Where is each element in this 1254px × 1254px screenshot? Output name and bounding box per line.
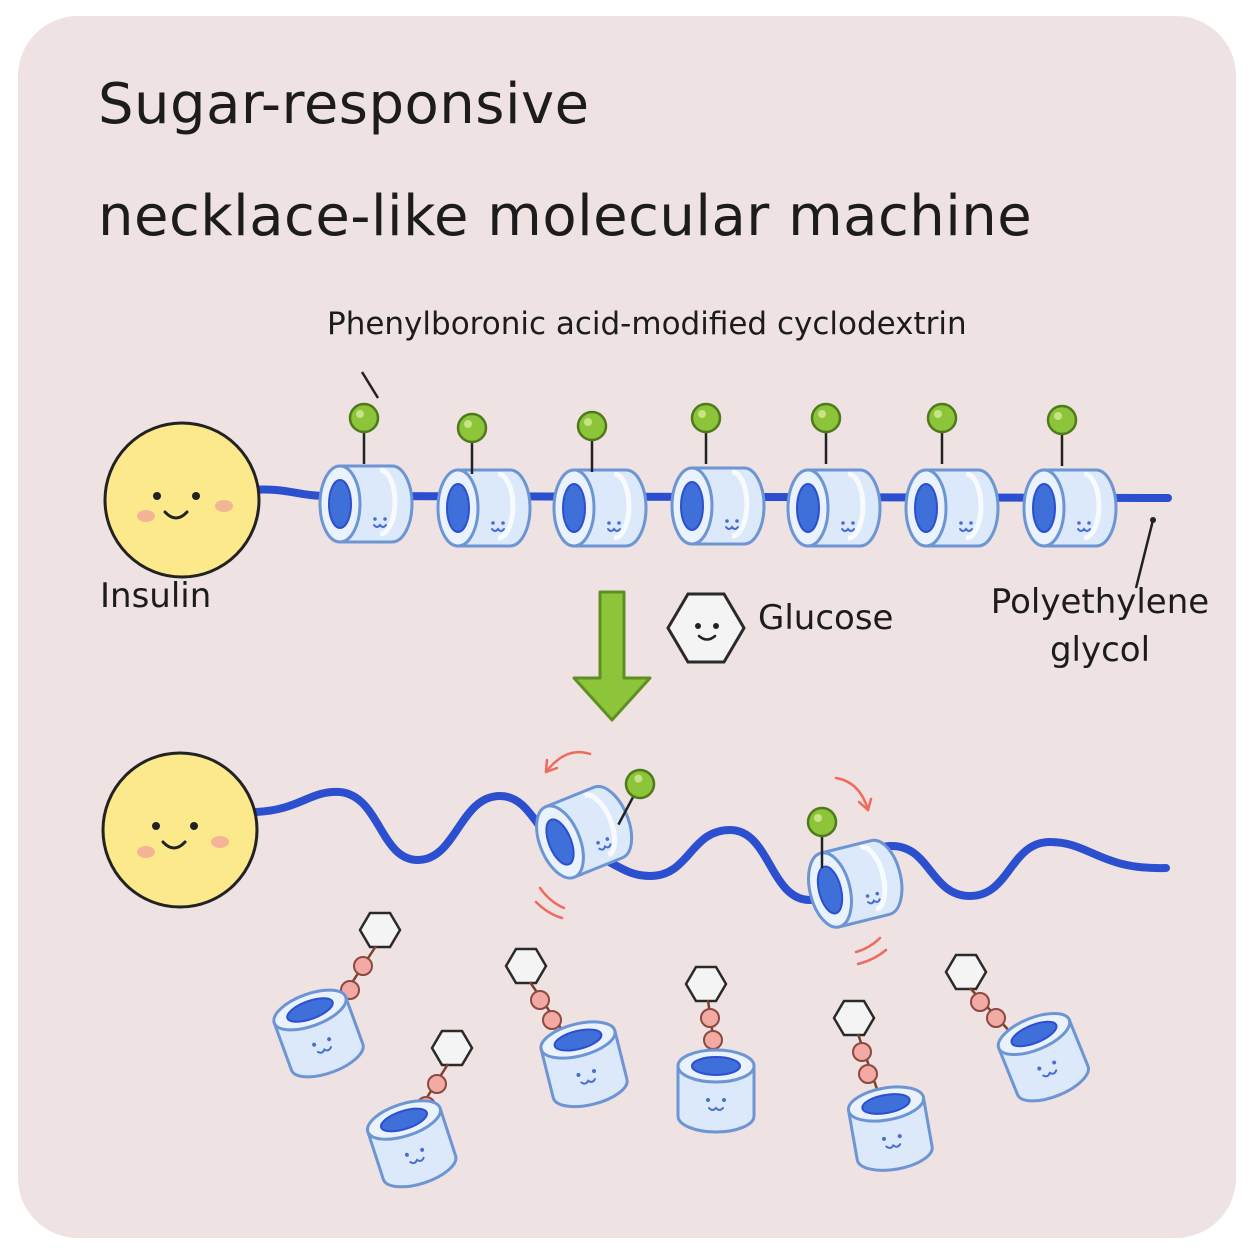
cyclodextrin-ring-tilted [801, 836, 909, 932]
cyclodextrin-ring [554, 410, 646, 546]
label-peg: Polyethylene glycol [980, 578, 1220, 674]
cyclodextrin-ring [672, 402, 764, 544]
cyclodextrin-ring [320, 402, 412, 542]
glucose-hexagon-icon [666, 592, 746, 664]
rotate-arrow-icon [534, 750, 888, 966]
leader-peg [1134, 519, 1155, 589]
released-complex [267, 911, 402, 1087]
released-complex [676, 965, 756, 1134]
label-peg-line-2: glycol [1049, 630, 1151, 670]
insulin-bottom [101, 751, 259, 909]
cyclodextrin-ring [1024, 404, 1116, 546]
title-line-2: necklace-like molecular machine [98, 184, 1033, 249]
cyclodextrin-ring [906, 402, 998, 546]
released-complex [361, 1029, 474, 1197]
cyclodextrin-ring [788, 402, 880, 546]
label-insulin: Insulin [100, 576, 212, 616]
released-complex [832, 999, 937, 1178]
released-complex [504, 947, 633, 1115]
label-glucose: Glucose [758, 598, 894, 638]
title-line-1: Sugar-responsive [98, 72, 590, 137]
cyclodextrin-ring [438, 412, 530, 546]
label-peg-line-1: Polyethylene [990, 582, 1210, 622]
label-cyclodextrin: Phenylboronic acid-modified cyclodextrin [327, 306, 967, 342]
insulin-top [103, 421, 261, 579]
peg-chain-bottom [252, 787, 1170, 905]
down-arrow-icon [572, 590, 652, 722]
leader-cyclodextrin [360, 371, 380, 399]
released-complex [944, 953, 1096, 1111]
